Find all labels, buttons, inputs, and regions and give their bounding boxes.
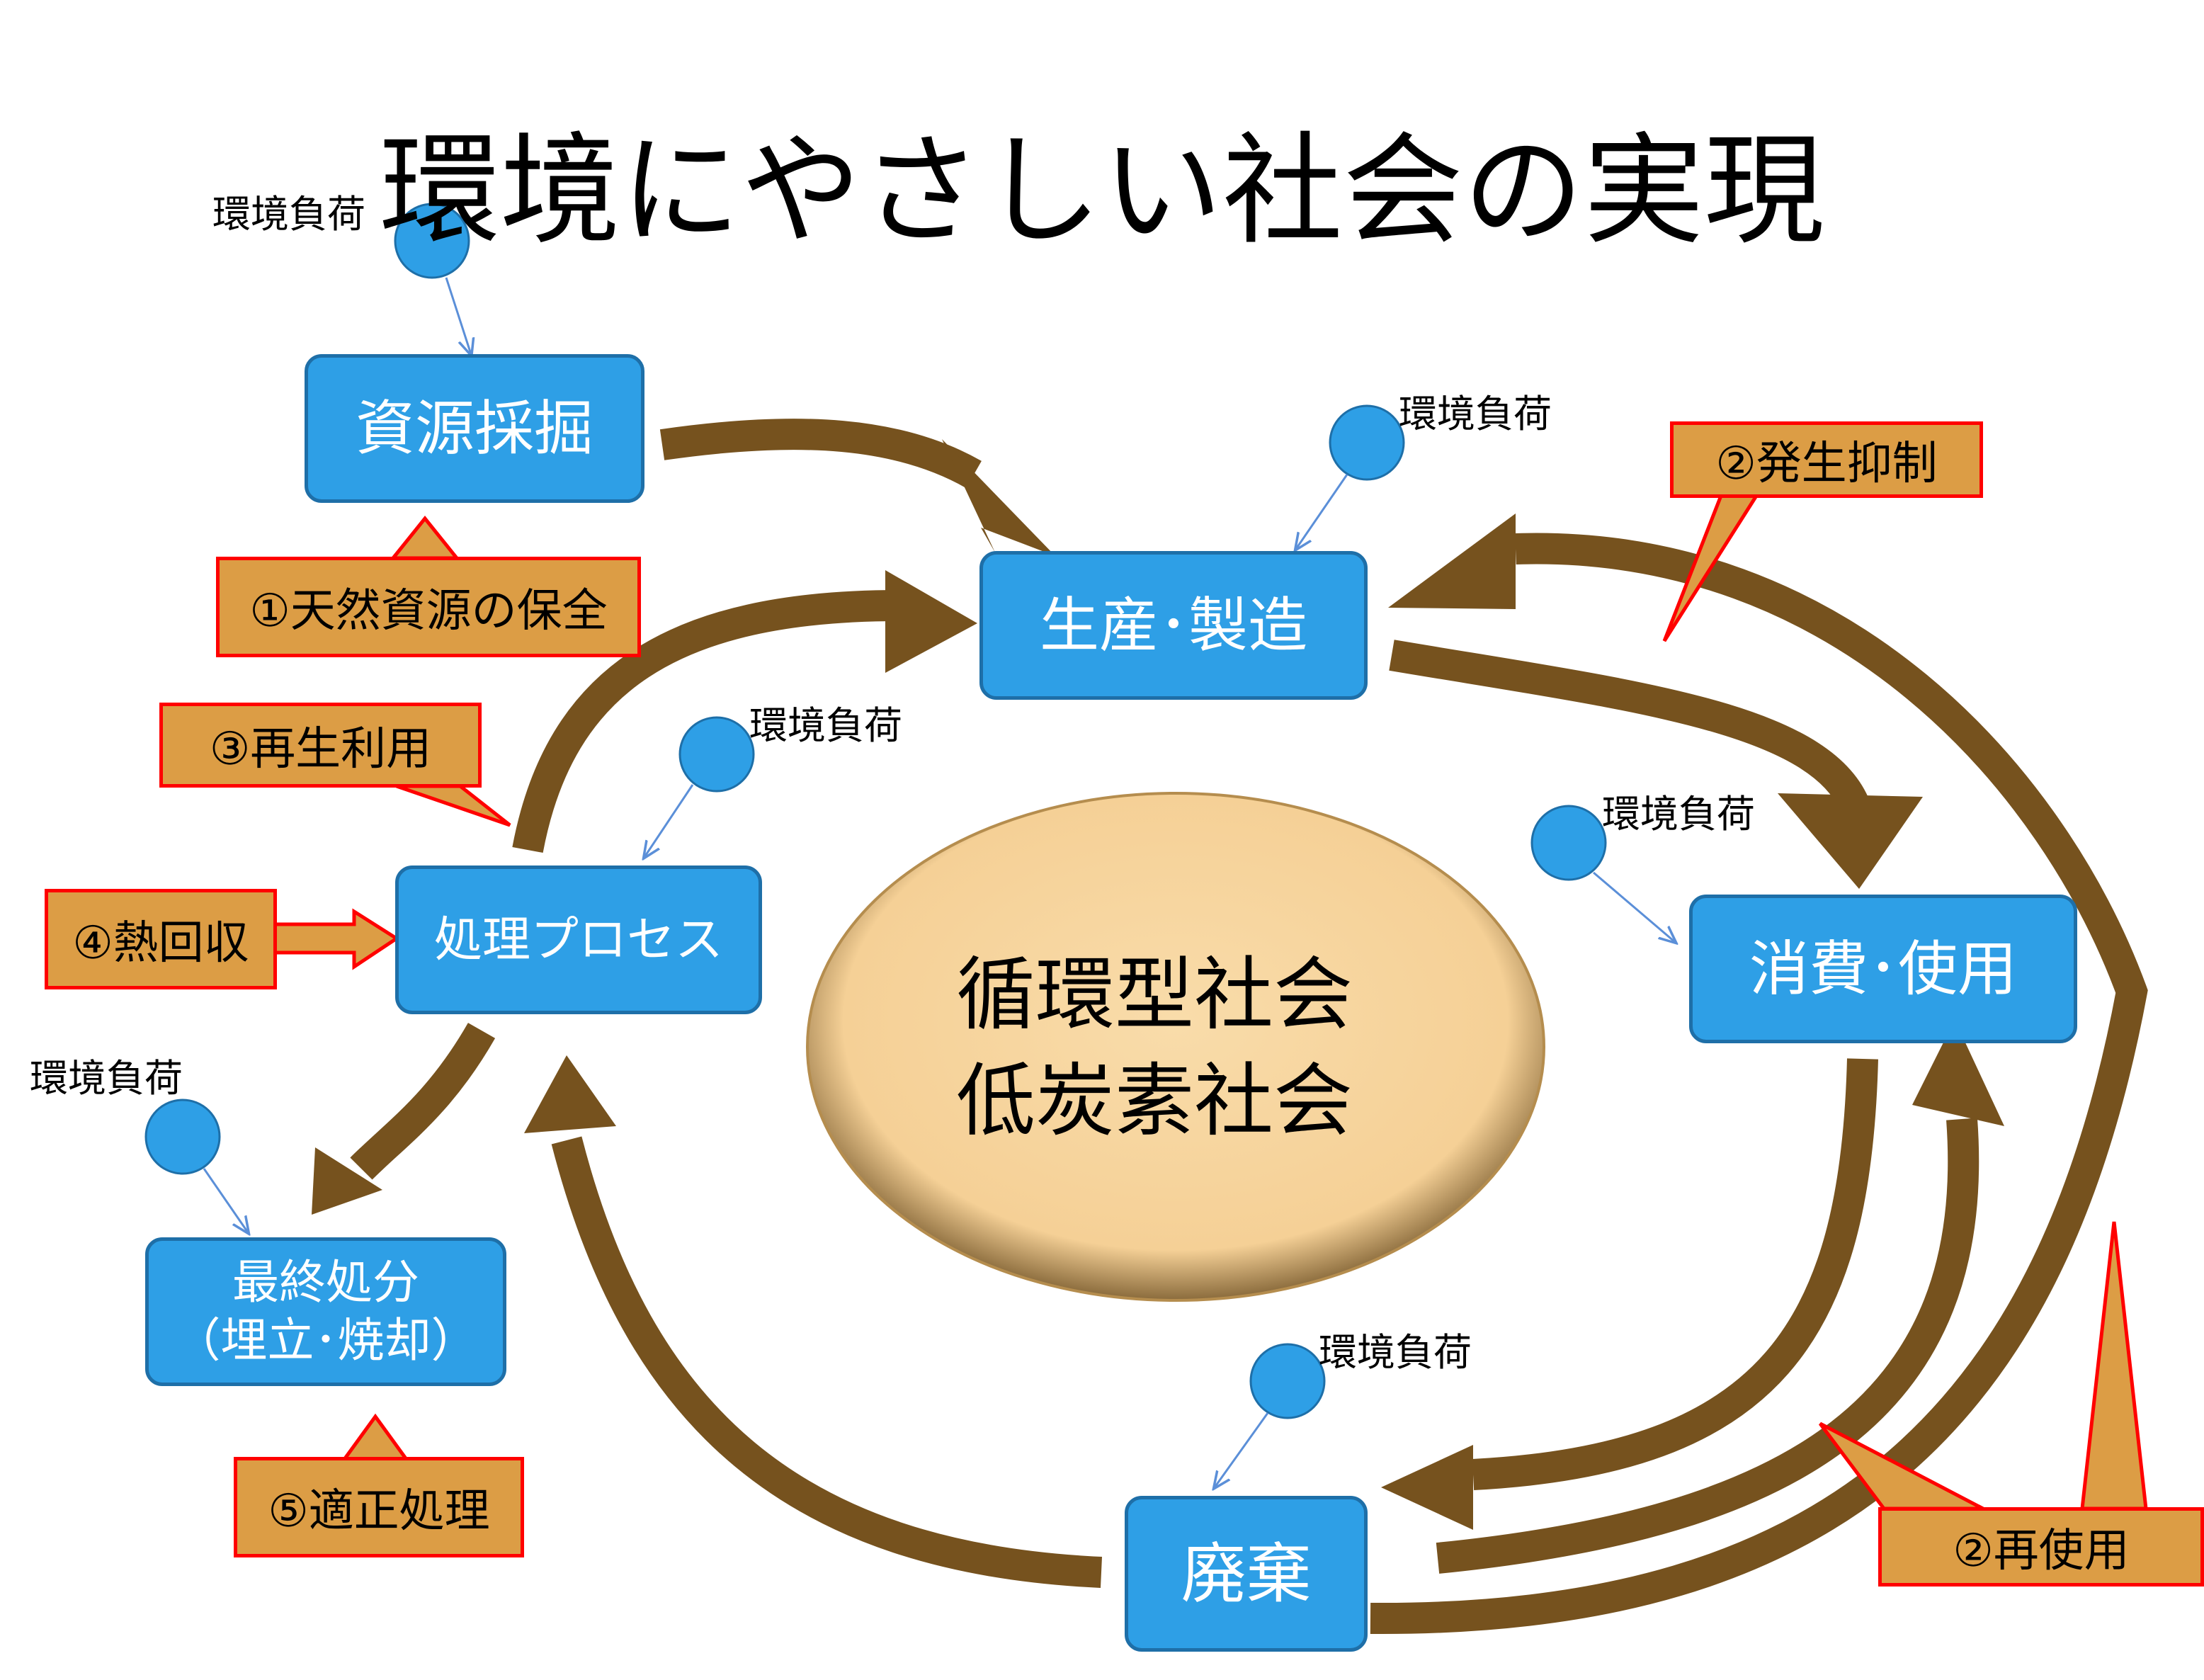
load-circle-production (1329, 404, 1405, 481)
load-line-disposal (1215, 1412, 1269, 1487)
arrowhead-final (312, 1147, 382, 1215)
callout-recycle: ③再生利用 (159, 703, 482, 788)
load-label-disposal: 環境負荷 (1319, 1330, 1472, 1375)
load-line-final (203, 1168, 248, 1232)
center-label: 循環型社会 低炭素社会 (814, 942, 1494, 1154)
final-disposal-line1: 最終処分 (232, 1254, 419, 1310)
center-line1: 循環型社会 (956, 949, 1353, 1041)
arrowhead-disposal (1381, 1445, 1473, 1530)
load-label-final: 環境負荷 (30, 1056, 183, 1101)
pointer-proper-disposal (340, 1413, 411, 1463)
diagram-title: 環境にやさしい社会の実現 (379, 121, 1824, 261)
load-line-processing (644, 784, 694, 857)
callout-heat-recovery: ④熱回収 (45, 889, 277, 989)
load-line-production (1296, 474, 1348, 549)
callout-proper-disposal: ⑤適正処理 (234, 1457, 524, 1557)
load-label-consumption: 環境負荷 (1602, 792, 1755, 836)
load-line-extraction (445, 277, 471, 354)
callout-resource-conservation: ①天然資源の保全 (216, 557, 641, 657)
arrowhead-recycle (885, 570, 977, 673)
load-label-production: 環境負荷 (1399, 392, 1552, 436)
arrowhead-processing (524, 1055, 616, 1133)
load-circle-extraction (394, 203, 470, 279)
arrow-consumption-to-disposal (1472, 1058, 1878, 1490)
load-circle-consumption (1530, 805, 1607, 881)
arrowhead-consumption (1778, 793, 1923, 889)
pointer-reuse-1 (2080, 1221, 2148, 1511)
box-consumption: 消費･使用 (1689, 895, 2077, 1043)
load-label-processing: 環境負荷 (749, 703, 902, 748)
arrow-disposal-to-production (1370, 533, 2148, 1635)
box-production: 生産･製造 (979, 551, 1368, 700)
pointer-heat-recovery (273, 908, 400, 970)
load-label-extraction: 環境負荷 (212, 192, 365, 237)
final-disposal-line2: （埋立･焼却） (174, 1313, 478, 1368)
arrow-processing-to-final (350, 1023, 496, 1180)
pointer-conservation (389, 516, 461, 560)
load-circle-processing (678, 716, 755, 793)
callout-reduce: ②発生抑制 (1670, 421, 1983, 498)
arrow-processing-to-production (512, 590, 900, 853)
arrow-extraction-to-production (659, 419, 982, 489)
center-line2: 低炭素社会 (956, 1055, 1353, 1147)
load-circle-disposal (1249, 1343, 1326, 1419)
box-final-disposal: 最終処分 （埋立･焼却） (145, 1237, 506, 1386)
arrow-disposal-to-processing (551, 1136, 1103, 1588)
callout-reuse: ②再使用 (1878, 1507, 2204, 1587)
center-ellipse (806, 792, 1545, 1302)
load-circle-final (144, 1099, 221, 1175)
arrowhead-reuse (1912, 1020, 2004, 1126)
load-line-consumption (1593, 871, 1675, 942)
arrowhead-production (942, 439, 1055, 556)
box-resource-extraction: 資源採掘 (305, 354, 644, 503)
arrowhead-reduce (1388, 513, 1516, 609)
box-disposal: 廃棄 (1125, 1496, 1368, 1652)
arrow-production-to-consumption (1389, 640, 1870, 814)
pointer-recycle (396, 784, 511, 827)
box-processing: 処理プロセス (395, 865, 762, 1014)
